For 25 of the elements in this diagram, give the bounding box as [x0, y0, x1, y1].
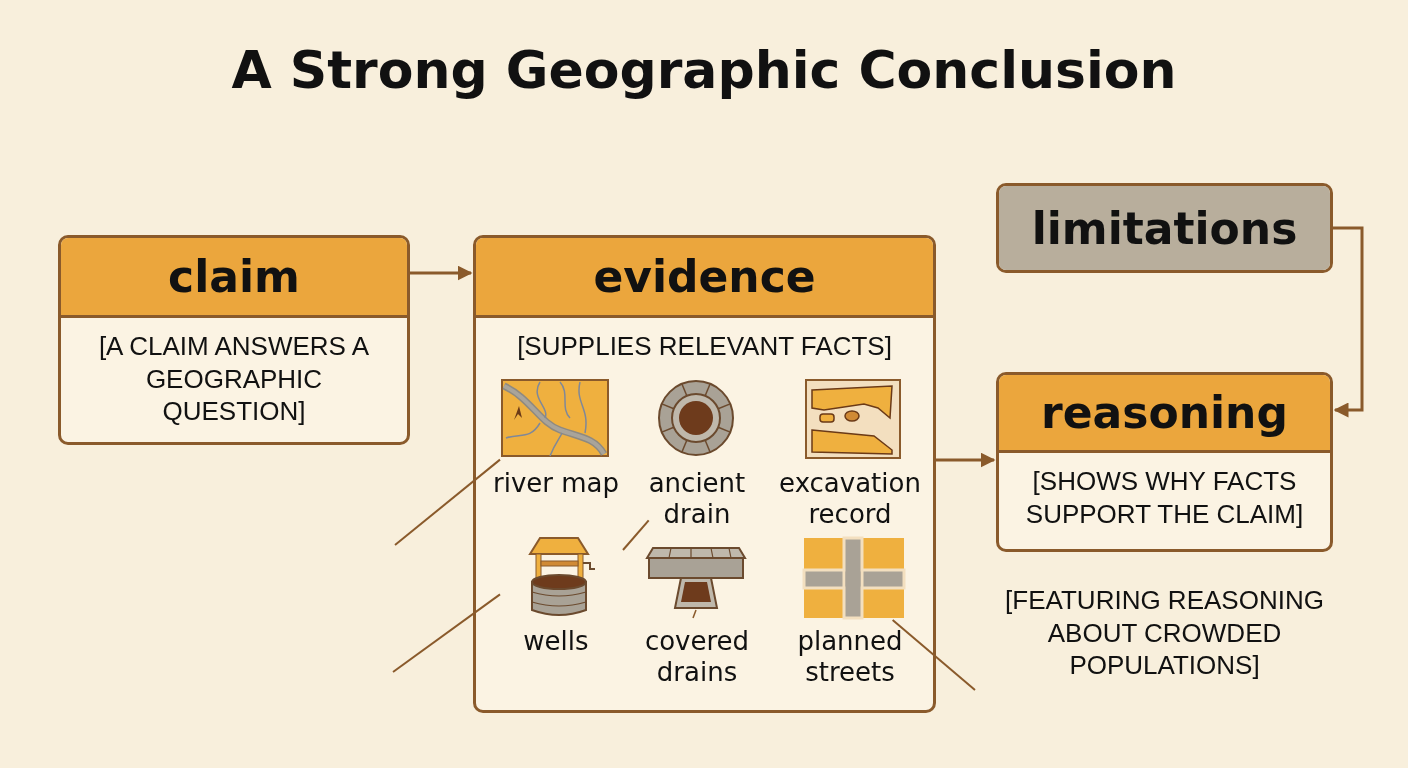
- box-heading: claim: [61, 238, 407, 318]
- leader-line: [622, 519, 650, 551]
- item-caption: excavation record: [779, 468, 921, 531]
- leader-line: [392, 593, 501, 673]
- arrow: [1333, 226, 1364, 418]
- title: A Strong Geographic Conclusion: [230, 40, 1178, 100]
- process-box: [473, 235, 936, 713]
- box-description: [SUPPLIES RELEVANT FACTS]: [516, 330, 893, 363]
- leader-line: [891, 619, 976, 691]
- process-box: [58, 235, 410, 445]
- box-description: [A CLAIM ANSWERS A GEOGRAPHIC QUESTION]: [97, 330, 371, 428]
- arrow: [410, 265, 473, 281]
- item-caption: wells: [523, 626, 589, 658]
- leader-line: [394, 458, 501, 546]
- process-box: [996, 372, 1333, 552]
- item-caption: covered drains: [643, 626, 751, 689]
- box-heading: reasoning: [999, 375, 1330, 453]
- item-caption: ancient drain: [647, 468, 747, 531]
- item-caption: river map: [493, 468, 619, 500]
- item-caption: planned streets: [796, 626, 904, 689]
- box-description: [SHOWS WHY FACTS SUPPORT THE CLAIM]: [1024, 465, 1305, 530]
- arrow: [936, 452, 996, 468]
- box-heading: evidence: [476, 238, 933, 318]
- box-heading: limitations: [999, 186, 1330, 270]
- box-note: [FEATURING REASONING ABOUT CROWDED POPULATIONS]: [1004, 584, 1325, 682]
